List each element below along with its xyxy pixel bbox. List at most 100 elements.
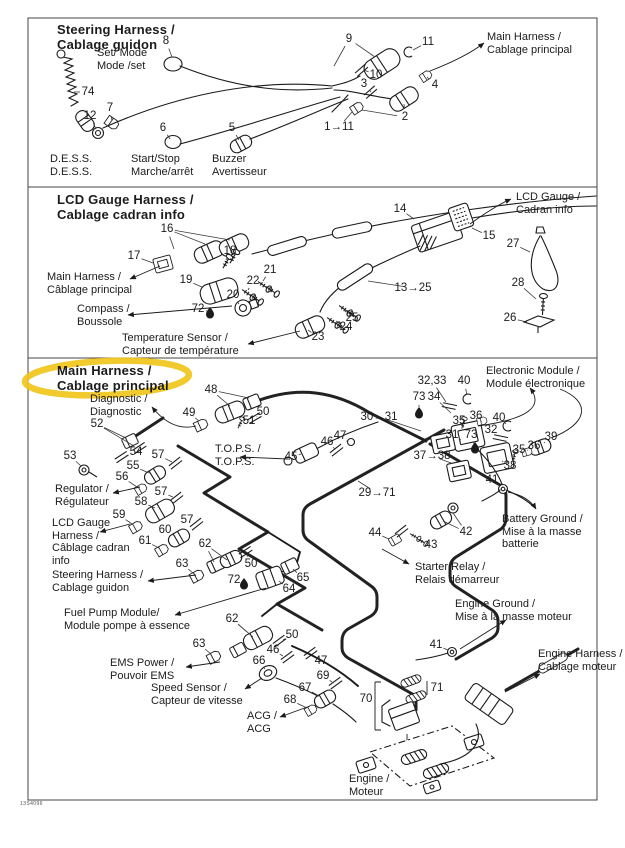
part-number-label: 65 — [296, 571, 310, 584]
part-number-leader — [496, 434, 499, 437]
part-number-label: 61 — [138, 534, 152, 547]
part-number-leader — [168, 494, 174, 498]
part-number-label: 1→11 — [324, 120, 354, 133]
callout-lcd-gauge-harness-ref: info — [52, 554, 70, 567]
part-number-leader — [501, 460, 504, 463]
part-number-label: 20 — [226, 288, 240, 301]
lcd-gauge-plate — [447, 202, 475, 232]
diagram-shape — [88, 471, 98, 478]
callout-speed-sensor: Capteur de vitesse — [151, 694, 243, 707]
diagram-shape — [464, 683, 514, 725]
main-harness-art — [21, 357, 582, 795]
diagram-shape — [291, 645, 359, 687]
diagram-shape — [439, 723, 479, 765]
part-number-leader — [168, 48, 173, 58]
callout-arrow-main-harness-ref-2 — [129, 265, 161, 280]
part-number-leader — [263, 667, 266, 670]
part-number-label: 57 — [151, 448, 165, 461]
cable-tie — [530, 226, 559, 291]
diagram-shape — [388, 701, 420, 731]
part-number-leader — [104, 427, 127, 439]
part-number-leader — [103, 427, 135, 447]
diagram-shape — [471, 205, 597, 219]
diagram-shape — [163, 56, 183, 72]
callout-arrow-starter-relay — [381, 548, 410, 565]
callout-steering-harness-ref: Steering Harness / — [52, 569, 144, 581]
callout-engine-ground: Mise à la masse moteur — [455, 610, 572, 623]
section-title-main-harness: Cablage principal — [57, 378, 169, 393]
part-number-leader — [439, 458, 452, 464]
part-number-leader — [218, 391, 250, 399]
callout-diagnostic: Diagnostic / — [90, 393, 148, 405]
callout-start-stop: Start/Stop — [131, 153, 180, 165]
diagram-shape — [422, 779, 442, 795]
part-number-label: 64 — [282, 582, 296, 595]
part-number-label: 46 — [266, 643, 280, 656]
part-number-leader — [166, 134, 171, 140]
engine-plate-outline — [368, 725, 496, 787]
part-number-leader — [298, 453, 302, 456]
part-number-label: 49 — [182, 406, 196, 419]
callout-battery-ground: Battery Ground / — [502, 513, 583, 525]
callout-lcd-gauge-harness-ref: LCD Gauge — [52, 517, 111, 529]
part-number-leader — [282, 638, 286, 641]
callout-arrow-engine-harness-ref — [504, 673, 541, 693]
coiled-cord — [62, 56, 80, 107]
part-number-leader — [204, 648, 212, 655]
part-number-label: 45 — [284, 450, 298, 463]
part-number-leader — [523, 288, 537, 300]
part-number-leader — [151, 544, 160, 549]
part-number-leader — [386, 419, 422, 432]
part-number-leader — [361, 109, 398, 117]
part-number-label: 23 — [311, 330, 325, 343]
part-number-leader — [125, 519, 133, 525]
section-title-steering-harness: Steering Harness / — [57, 22, 175, 37]
part-number-leader — [452, 512, 462, 526]
diagram-shape — [429, 784, 435, 790]
part-number-leader — [520, 247, 531, 253]
callout-arrow-acg — [279, 705, 311, 718]
section-title-steering-harness: Cablage guidon — [57, 37, 158, 52]
diagram-shape — [298, 448, 306, 462]
part-number-leader — [357, 480, 371, 490]
part-number-leader — [297, 703, 308, 709]
callout-temperature-sensor: Temperature Sensor / — [122, 332, 228, 344]
lcd-gauge-harness-art — [152, 195, 597, 341]
diagram-shape — [415, 652, 449, 661]
callout-engine-ground: Engine Ground / — [455, 598, 536, 610]
part-number-leader — [355, 43, 376, 58]
callout-regulator: Régulateur — [55, 495, 109, 508]
highlight-ellipse — [21, 357, 193, 399]
callout-main-harness-ref: Main Harness / — [487, 31, 561, 43]
part-number-label: 53 — [63, 449, 77, 462]
part-number-label: 52 — [90, 417, 104, 430]
callout-regulator: Regulator / — [55, 483, 109, 495]
part-number-label: 50 — [285, 628, 299, 641]
part-number-label: 57 — [180, 513, 194, 526]
part-number-label: 42 — [459, 525, 473, 538]
part-number-leader — [363, 69, 369, 73]
part-number-label: 51 — [242, 414, 256, 427]
diagram-shape — [331, 75, 393, 113]
part-number-label: 56 — [115, 470, 129, 483]
diagram-shape — [164, 134, 182, 150]
part-number-label: 60 — [158, 523, 172, 536]
part-number-label: 48 — [204, 383, 218, 396]
part-number-leader — [237, 623, 254, 638]
diagram-shape — [317, 421, 379, 449]
part-number-label: 62 — [225, 612, 239, 625]
diagram-shape — [250, 390, 428, 443]
callout-diagnostic: Diagnostic — [90, 405, 142, 418]
part-number-label: 72 — [227, 573, 241, 586]
mount-pad-26 — [522, 315, 556, 333]
part-number-label: 35 — [512, 443, 526, 456]
lcd-module — [410, 211, 464, 253]
part-number-leader — [208, 550, 215, 563]
part-number-leader — [211, 548, 228, 561]
part-number-label: 47 — [314, 654, 328, 667]
leader-lines-layer — [74, 42, 546, 718]
engine-harness-connector — [464, 683, 514, 725]
callout-compass: Compass / — [77, 303, 130, 315]
part-number-label: 73 — [412, 390, 426, 403]
